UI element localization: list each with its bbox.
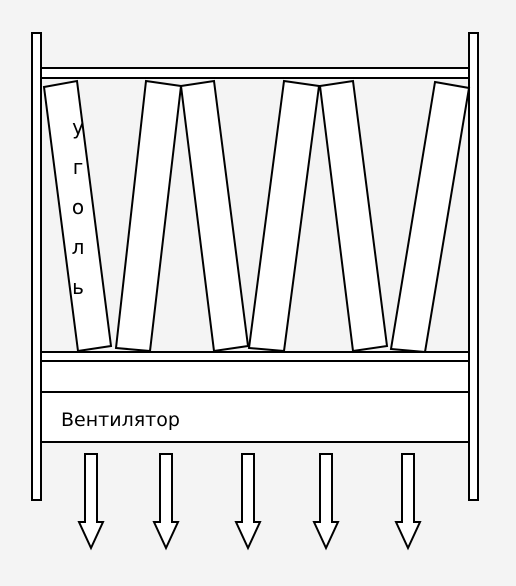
top-rail bbox=[40, 67, 470, 79]
chamber-gap bbox=[40, 360, 470, 393]
right-post bbox=[468, 32, 479, 501]
left-post bbox=[31, 32, 42, 501]
airflow-arrow-icon bbox=[234, 453, 262, 551]
coal-label-letter: у bbox=[72, 115, 84, 139]
airflow-arrow-icon bbox=[394, 453, 422, 551]
coal-label-letter: г bbox=[73, 155, 84, 179]
filter-plate bbox=[42, 79, 113, 353]
airflow-arrow-icon bbox=[77, 453, 105, 551]
coal-label-letter: л bbox=[72, 235, 85, 259]
fan-box bbox=[40, 391, 470, 443]
filter-plate bbox=[179, 79, 250, 353]
filter-plate bbox=[318, 79, 389, 353]
coal-label-letter: ь bbox=[72, 275, 84, 299]
airflow-arrow-icon bbox=[152, 453, 180, 551]
filter-plates bbox=[42, 79, 471, 354]
coal-label-letter: о bbox=[72, 195, 84, 219]
airflow-arrows bbox=[77, 453, 422, 551]
airflow-arrow-icon bbox=[312, 453, 340, 551]
bottom-rail bbox=[40, 351, 470, 362]
fan-label: Вентилятор bbox=[61, 409, 180, 431]
